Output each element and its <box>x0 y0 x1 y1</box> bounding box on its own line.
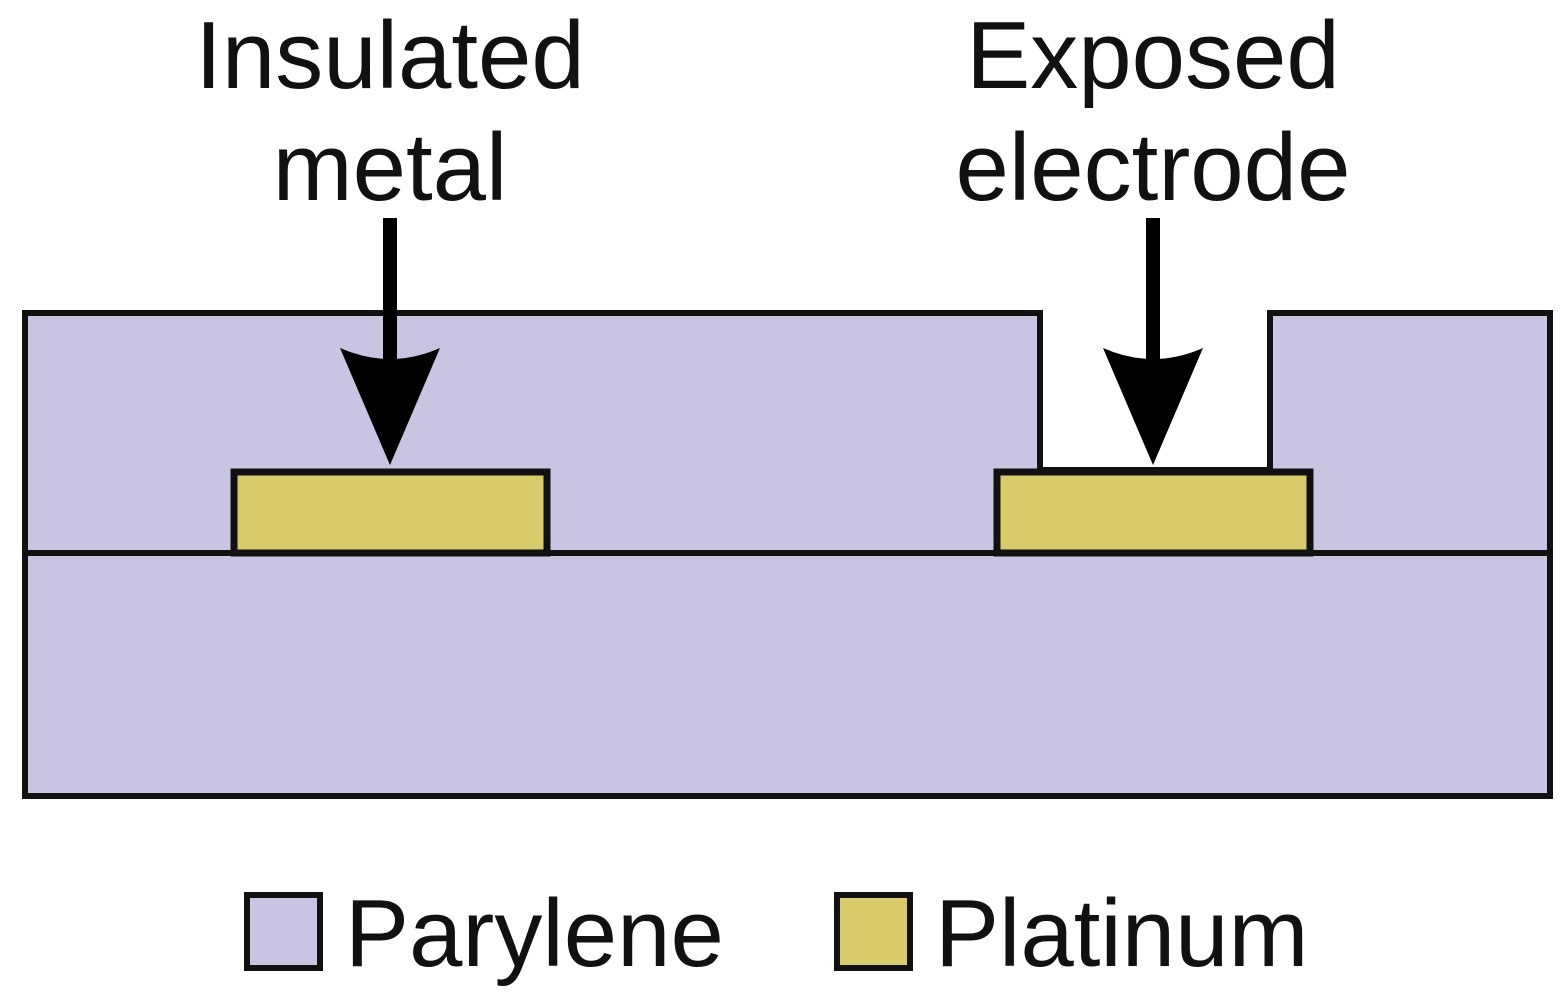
parylene-bottom-layer <box>22 550 1553 799</box>
legend: Parylene Platinum <box>244 880 1309 987</box>
legend-label-parylene: Parylene <box>345 880 724 987</box>
insulated-label-line1: Insulated <box>195 2 585 109</box>
exposed-label-line1: Exposed <box>966 2 1340 109</box>
insulated-label-line2: metal <box>273 114 508 221</box>
exposed-arrow <box>1103 218 1203 465</box>
platinum-exposed-electrode <box>993 468 1314 557</box>
legend-swatch-platinum <box>834 892 913 971</box>
exposed-label-line2: electrode <box>956 114 1351 221</box>
legend-swatch-parylene <box>244 892 323 971</box>
platinum-insulated-trace <box>230 468 551 557</box>
insulated-arrow <box>340 218 440 465</box>
legend-label-platinum: Platinum <box>935 880 1309 987</box>
